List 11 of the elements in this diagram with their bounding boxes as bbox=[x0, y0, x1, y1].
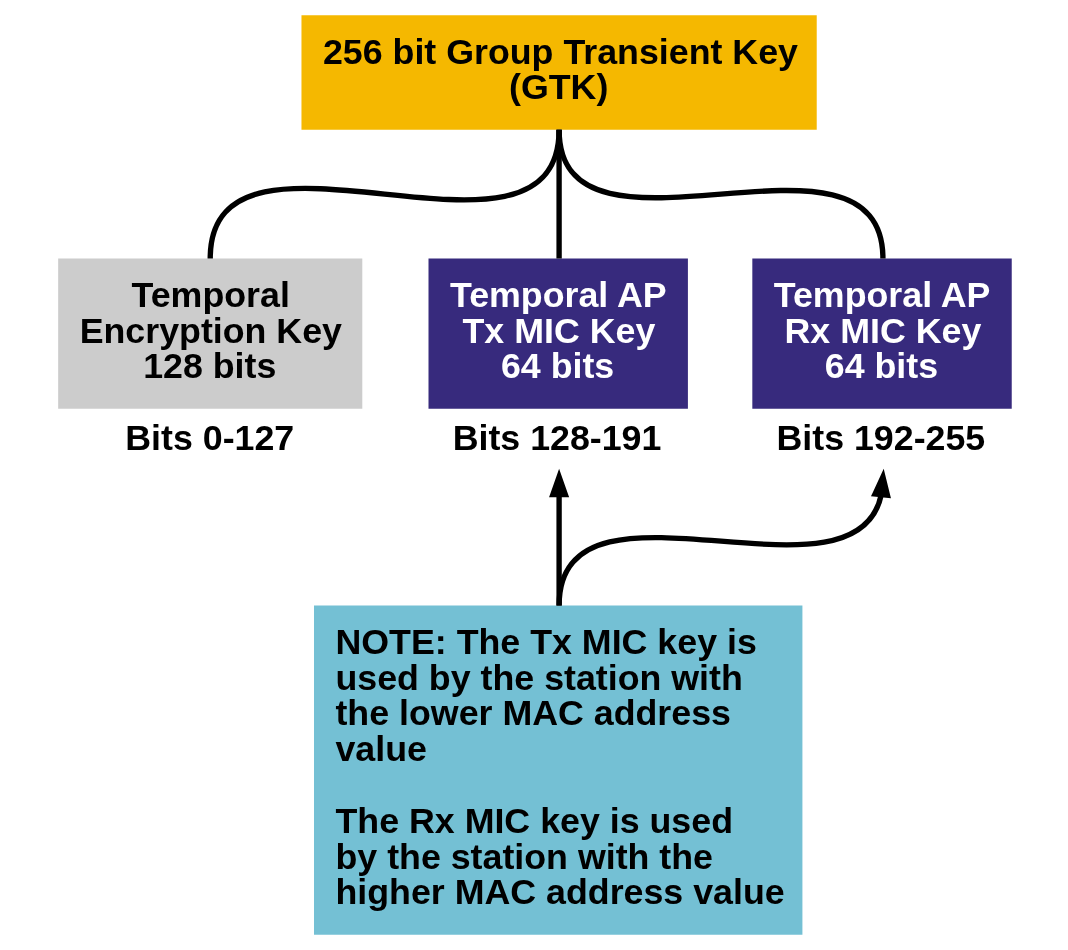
node-box: 256 bit Group Transient Key (GTK) bbox=[300, 15, 817, 130]
node-box: Temporal AP Rx MIC Key 64 bits bbox=[751, 258, 1012, 409]
node-label: Bits 0-127 bbox=[124, 417, 294, 458]
node-box: Temporal AP Tx MIC Key 64 bits bbox=[428, 258, 688, 409]
connector bbox=[555, 129, 886, 260]
node-label: Bits 192-255 bbox=[775, 417, 985, 458]
arrow bbox=[555, 468, 891, 607]
arrow bbox=[548, 468, 569, 606]
node-label: Bits 128-191 bbox=[452, 417, 661, 458]
node-box: Temporal Encryption Key 128 bits bbox=[57, 258, 362, 409]
node-box: NOTE: The Tx MIC key is used by the station with the lower MAC address value The Rx MIC key is used by the station with the higher MAC address value bbox=[313, 605, 802, 935]
